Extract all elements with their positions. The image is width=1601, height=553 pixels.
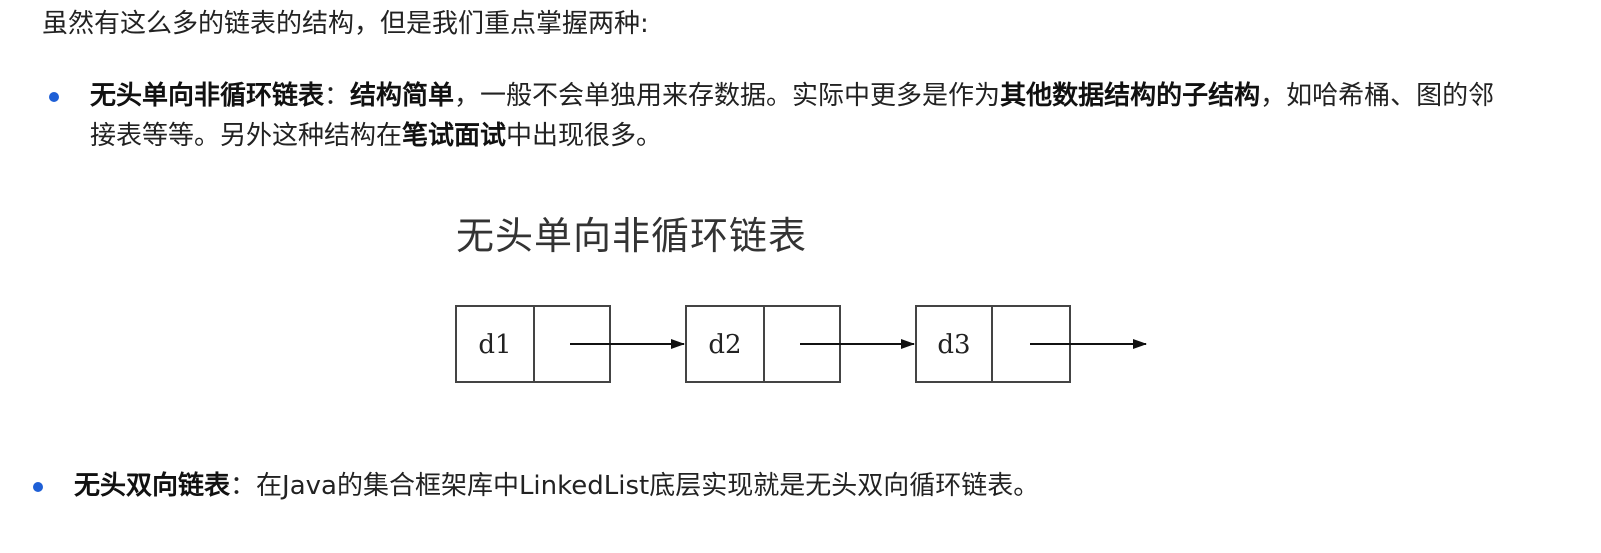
intro-text: 虽然有这么多的链表的结构，但是我们重点掌握两种: xyxy=(42,9,649,39)
text-segment: ，如哈希桶、图的邻接表等等。另外这种结构在 xyxy=(90,81,1495,151)
node-label-d1: d1 xyxy=(478,330,511,360)
text-segment: ，一般不会单独用来存数据。实际中更多是作为 xyxy=(454,81,1001,111)
emphasis-interview: 笔试面试 xyxy=(402,121,507,151)
node-label-d2: d2 xyxy=(708,330,741,360)
separator: ： xyxy=(230,471,257,501)
linked-list-diagram: d1 d2 d3 xyxy=(455,305,1147,383)
diagram-title: 无头单向非循环链表 xyxy=(456,214,808,258)
list-item-singly-linked: 无头单向非循环链表：结构简单，一般不会单独用来存数据。实际中更多是作为其他数据结… xyxy=(90,76,1520,156)
node-d2: d2 xyxy=(685,305,841,383)
term-singly-linked: 无头单向非循环链表 xyxy=(90,81,325,111)
emphasis-simple-structure: 结构简单 xyxy=(350,81,455,111)
text-segment: 在Java的集合框架库中LinkedList底层实现就是无头双向循环链表。 xyxy=(256,471,1040,501)
list-item-doubly-linked: 无头双向链表：在Java的集合框架库中LinkedList底层实现就是无头双向循… xyxy=(74,466,1504,506)
node-d1: d1 xyxy=(455,305,611,383)
bullet-dot xyxy=(49,92,59,102)
text-segment: 中出现很多。 xyxy=(506,121,663,151)
node-label-d3: d3 xyxy=(937,330,970,360)
term-doubly-linked: 无头双向链表 xyxy=(74,471,231,501)
separator: ： xyxy=(324,81,351,111)
bullet-dot xyxy=(33,482,43,492)
emphasis-substructure: 其他数据结构的子结构 xyxy=(1000,81,1261,111)
